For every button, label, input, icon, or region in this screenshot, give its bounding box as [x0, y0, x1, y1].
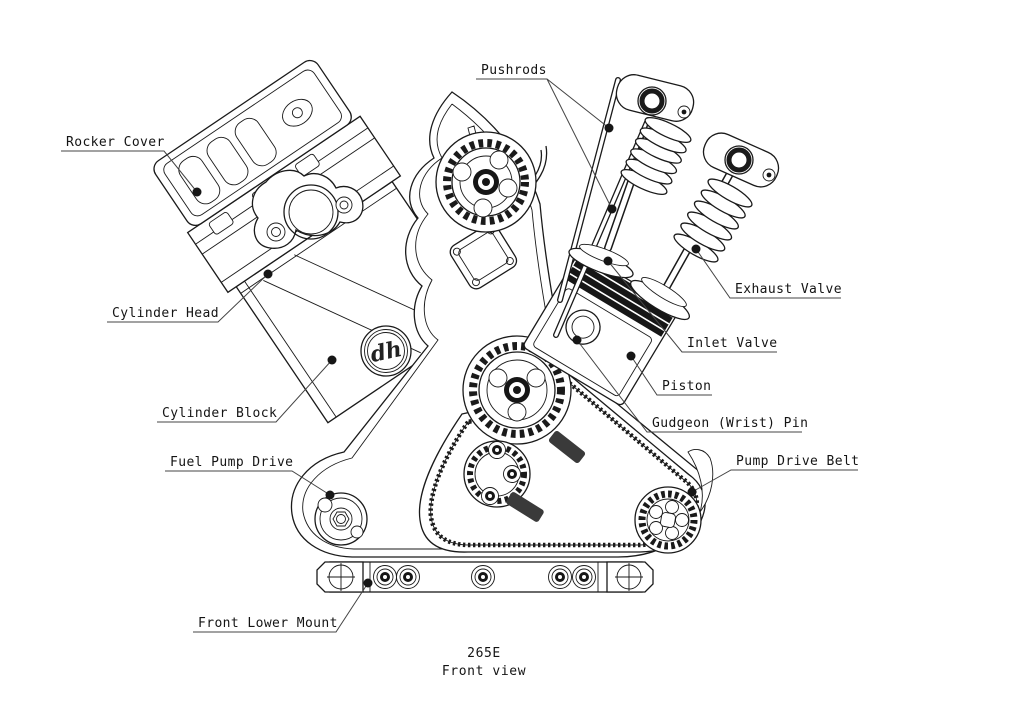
bearing-bolt [503, 465, 521, 483]
leader-dot [626, 351, 636, 361]
stud-bolt [506, 492, 544, 522]
leader-pushrods [476, 78, 613, 210]
gudgeon-pin-drawing [565, 309, 601, 345]
logo-badge: dh [360, 325, 412, 377]
leader-piston [630, 355, 712, 396]
callout-front-lower-mount: Front Lower Mount [193, 578, 373, 633]
callout-pump-drive-belt: Pump Drive Belt [687, 454, 859, 497]
leader-front-lower-mount [193, 582, 369, 633]
label-cylinder-head: Cylinder Head [112, 306, 219, 321]
callout-gudgeon-wrist-pin: Gudgeon (Wrist) Pin [572, 335, 808, 433]
pump-sprocket-drawing [634, 486, 702, 554]
label-piston: Piston [662, 379, 711, 394]
leader-exhaust-valve [695, 248, 841, 299]
label-cylinder-block: Cylinder Block [162, 406, 277, 421]
label-fuel-pump-drive: Fuel Pump Drive [170, 455, 293, 470]
leader-dot [604, 123, 614, 133]
leader-rocker-cover [61, 150, 198, 193]
leader-pump-drive-belt [691, 469, 858, 493]
label-pump-drive-belt: Pump Drive Belt [736, 454, 859, 469]
logo-monogram: dh [368, 336, 404, 368]
label-front-lower-mount: Front Lower Mount [198, 616, 338, 631]
callout-cylinder-head: Cylinder Head [107, 269, 273, 323]
label-gudgeon-wrist-pin: Gudgeon (Wrist) Pin [652, 416, 808, 431]
caption-model: 265E [467, 646, 501, 661]
leader-inlet-valve [607, 260, 777, 353]
mount-bolt [396, 565, 420, 589]
camshaft-gear-drawing [435, 131, 537, 233]
leader-dot [691, 244, 701, 254]
label-pushrods: Pushrods [481, 63, 547, 78]
callout-piston: Piston [626, 351, 712, 396]
callout-cylinder-block: Cylinder Block [157, 355, 337, 423]
callout-fuel-pump-drive: Fuel Pump Drive [165, 455, 335, 500]
bearing-bolt [481, 487, 499, 505]
callout-exhaust-valve: Exhaust Valve [691, 244, 842, 299]
leader-dot [607, 204, 617, 214]
callout-pushrods: Pushrods [476, 63, 617, 214]
bearing-bolt [488, 441, 506, 459]
mount-bolt [548, 565, 572, 589]
front-lower-mount-drawing [316, 561, 654, 593]
lower-gear-cluster-drawing [463, 430, 586, 522]
caption-view: Front view [442, 664, 526, 679]
leader-gudgeon-wrist-pin [576, 339, 802, 433]
callout-inlet-valve: Inlet Valve [603, 256, 778, 353]
rocker-arm-drawing [615, 74, 695, 122]
label-exhaust-valve: Exhaust Valve [735, 282, 842, 297]
label-rocker-cover: Rocker Cover [66, 135, 165, 150]
label-inlet-valve: Inlet Valve [687, 336, 778, 351]
leader-dot [363, 578, 373, 588]
leader-fuel-pump-drive [165, 470, 331, 496]
tappet-cover-drawing [449, 223, 518, 290]
exhaust-valve-drawing [630, 132, 780, 321]
leader-dot [325, 490, 335, 500]
rocker-cover-drawing [153, 59, 352, 227]
leader-dot [687, 487, 697, 497]
inlet-valve-drawing [568, 74, 695, 279]
leader-dot [192, 187, 202, 197]
fuel-pump-drive-drawing [314, 492, 368, 546]
leader-dot [572, 335, 582, 345]
leader-dot [603, 256, 613, 266]
leader-cylinder-block [157, 359, 333, 423]
head-gasket-face-drawing [251, 169, 364, 249]
stud-bolt [548, 430, 586, 464]
mount-bolt [572, 565, 596, 589]
rocker-arm-drawing [702, 132, 780, 188]
crankshaft-gear-drawing [462, 335, 572, 445]
leader-dot [263, 269, 273, 279]
leader-cylinder-head [107, 273, 269, 323]
caption: 265E Front view [442, 646, 526, 679]
mount-bolt [373, 565, 397, 589]
callout-rocker-cover: Rocker Cover [61, 135, 202, 197]
leader-dot [327, 355, 337, 365]
mount-bolt [471, 565, 495, 589]
